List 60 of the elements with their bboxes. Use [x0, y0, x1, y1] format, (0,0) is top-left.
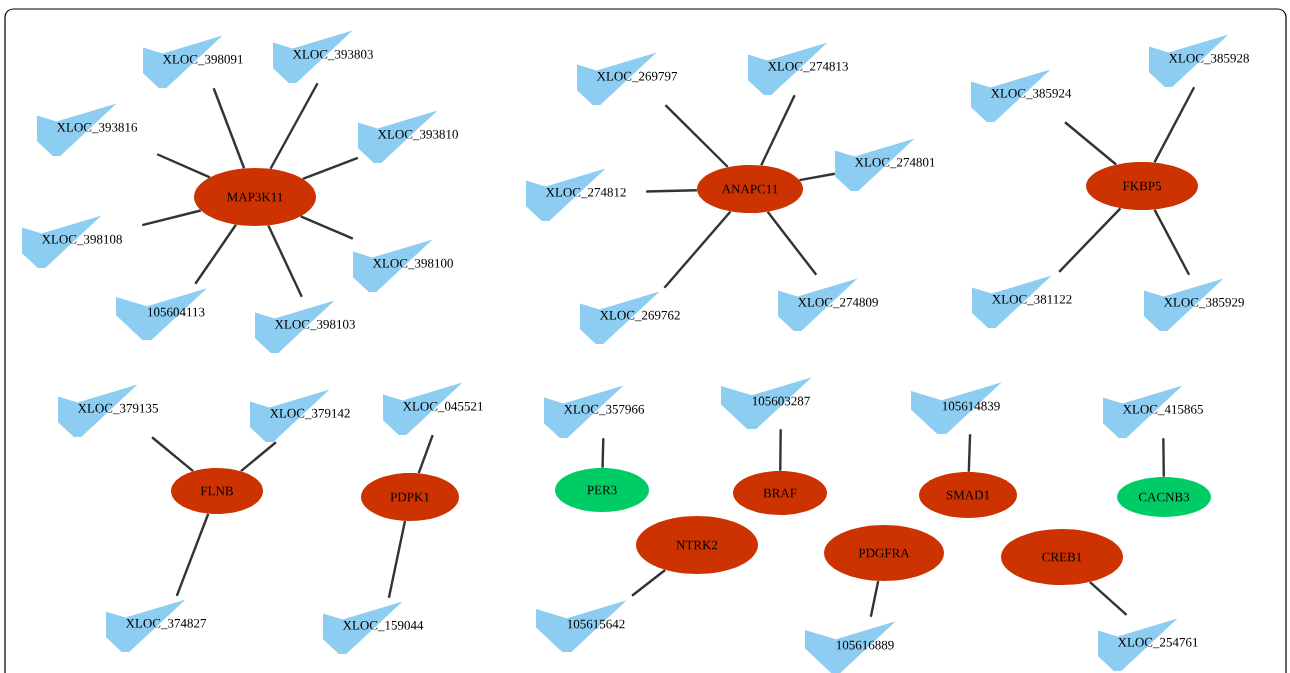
gene-node: XLOC_385929 [1144, 278, 1244, 331]
gene-node: XLOC_274812 [526, 168, 626, 221]
gene-node: XLOC_381122 [972, 275, 1072, 328]
link-line [766, 211, 818, 276]
link-line [1153, 209, 1191, 276]
gene-node: XLOC_159044 [323, 601, 424, 654]
gene-node: 105603287 [721, 377, 812, 429]
gene-node: XLOC_274813 [748, 42, 848, 95]
link-line [1064, 121, 1117, 166]
gene-node: XLOC_269797 [577, 52, 678, 105]
gene-node: XLOC_274809 [778, 278, 878, 331]
link-line [869, 580, 880, 618]
gene-node: XLOC_379142 [250, 389, 350, 442]
gene-node: XLOC_357966 [544, 385, 645, 438]
gene-node: XLOC_398100 [353, 239, 453, 292]
link-line [760, 94, 796, 166]
gene-node: XLOC_398091 [143, 35, 243, 88]
link-line [631, 569, 666, 597]
link-line [267, 225, 303, 298]
link-line [156, 153, 211, 179]
gene-node: 105614839 [911, 382, 1002, 434]
link-line [779, 429, 782, 471]
link-line [601, 438, 605, 468]
gene-node: XLOC_374827 [106, 599, 207, 652]
gene-node: XLOC_398108 [22, 215, 122, 268]
link-line [663, 210, 732, 289]
link-line [664, 104, 729, 168]
gene-node: XLOC_254761 [1098, 618, 1198, 671]
gene-node: XLOC_269762 [580, 291, 680, 344]
gene-node: XLOC_398103 [255, 300, 355, 353]
link-line [300, 215, 354, 240]
link-line [212, 87, 246, 169]
gene-node: XLOC_385928 [1149, 34, 1249, 87]
link-line [1089, 581, 1128, 616]
link-line [1058, 207, 1122, 273]
link-line [387, 520, 407, 599]
gene-node: XLOC_393803 [273, 30, 373, 83]
link-line [646, 189, 697, 193]
link-line [151, 436, 194, 473]
link-line [1162, 438, 1165, 477]
gene-node: XLOC_045521 [383, 382, 483, 435]
link-line [141, 209, 202, 227]
link-line [967, 434, 972, 472]
link-line [175, 513, 210, 597]
link-line [269, 82, 319, 170]
link-line [799, 172, 836, 182]
gene-node: XLOC_379135 [58, 384, 158, 437]
gene-node: XLOC_274801 [835, 138, 935, 191]
gene-node: XLOC_415865 [1103, 385, 1203, 438]
link-line [194, 224, 237, 285]
gene-node: 105615642 [536, 600, 627, 652]
gene-node: XLOC_385924 [971, 69, 1072, 122]
link-line [302, 156, 359, 180]
gene-node: 105616889 [805, 621, 896, 673]
gene-node: XLOC_393816 [37, 103, 138, 156]
link-line [417, 434, 434, 474]
link-line [240, 441, 277, 473]
link-line [1153, 86, 1196, 163]
gene-node: 105604113 [116, 288, 207, 340]
gene-node: XLOC_393810 [358, 110, 458, 163]
